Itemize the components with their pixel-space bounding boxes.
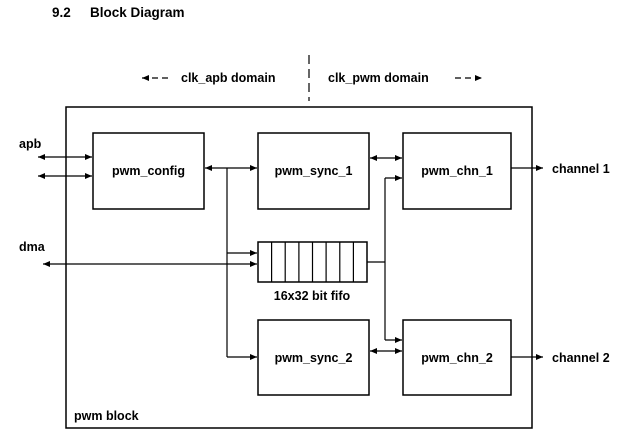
pwm-chn-1-label: pwm_chn_1 [421,164,493,178]
clk-pwm-domain-label: clk_pwm domain [328,71,429,85]
pwm-chn-2-block [402,319,512,396]
section-number: 9.2 [52,5,71,20]
pwm-sync-1-label: pwm_sync_1 [275,164,353,178]
clk-apb-domain-label: clk_apb domain [181,71,275,85]
pwm-block-outline [65,106,533,429]
fifo-block [257,241,368,283]
channel-1-label: channel 1 [552,162,610,176]
apb-port-label: apb [19,137,42,151]
pwm-config-block [92,132,205,210]
pwm-chn-2-label: pwm_chn_2 [421,351,493,365]
section-title: Block Diagram [90,5,185,20]
pwm-sync-2-label: pwm_sync_2 [275,351,353,365]
dma-port-label: dma [19,240,46,254]
pwm-sync-1-block [257,132,370,210]
pwm-sync-2-block [257,319,370,396]
channel-2-label: channel 2 [552,351,610,365]
pwm-config-label: pwm_config [112,164,185,178]
fifo-label: 16x32 bit fifo [274,289,351,303]
pwm-chn-1-block [402,132,512,210]
pwm-block-label: pwm block [74,409,139,423]
